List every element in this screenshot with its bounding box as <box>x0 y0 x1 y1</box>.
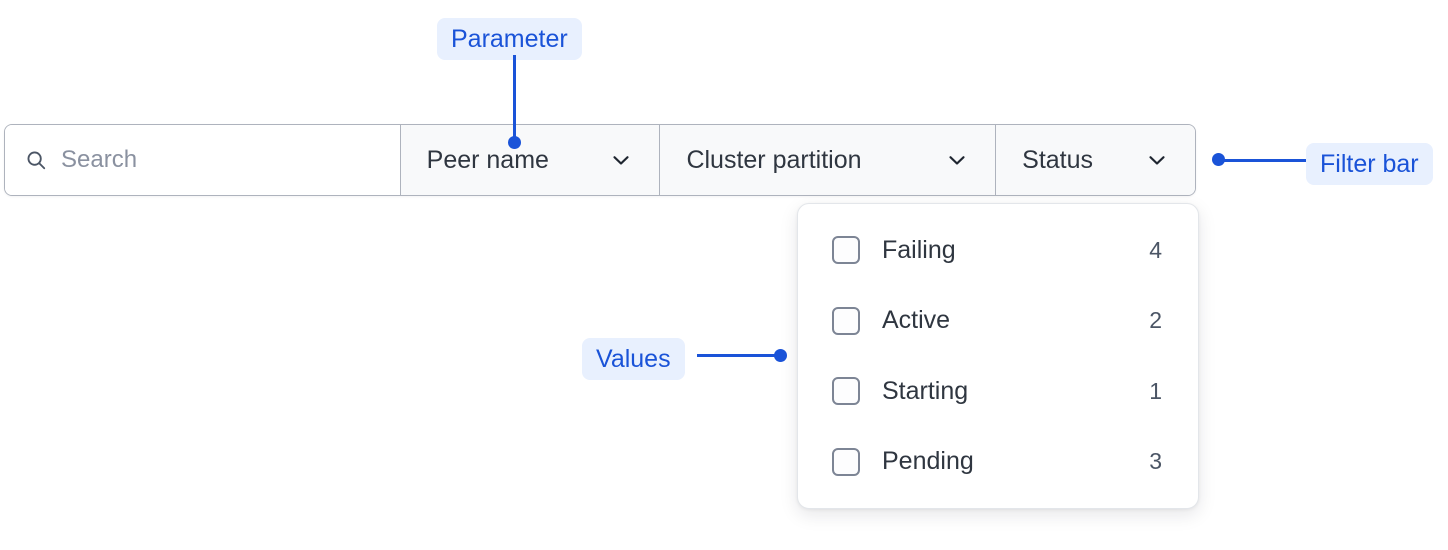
option-label: Starting <box>882 376 969 405</box>
checkbox-active[interactable] <box>832 306 860 335</box>
list-item[interactable]: Active 2 <box>798 297 1198 345</box>
filter-label-peer-name: Peer name <box>426 145 549 174</box>
annotation-leader-line-filter-bar <box>1224 159 1306 162</box>
annotation-leader-line-parameter <box>513 55 516 141</box>
annotation-leader-line-values <box>697 354 781 357</box>
search-input[interactable] <box>61 146 380 174</box>
search-field[interactable] <box>5 125 401 195</box>
option-count: 2 <box>1149 307 1162 334</box>
annotation-dot-values <box>774 349 787 362</box>
option-count: 4 <box>1149 236 1162 263</box>
list-item[interactable]: Failing 4 <box>798 226 1198 274</box>
filter-label-cluster-partition: Cluster partition <box>686 145 862 174</box>
chevron-down-icon <box>1149 156 1165 165</box>
option-label: Pending <box>882 447 974 476</box>
option-label: Failing <box>882 235 956 264</box>
filter-dropdown-cluster-partition[interactable]: Cluster partition <box>660 125 997 195</box>
filter-bar: Peer name Cluster partition Status <box>4 124 1196 196</box>
annotation-label-values: Values <box>582 338 685 380</box>
chevron-down-icon <box>613 156 630 165</box>
filter-label-status: Status <box>1022 145 1094 174</box>
annotation-label-parameter: Parameter <box>437 18 582 60</box>
filter-dropdown-peer-name[interactable]: Peer name <box>400 125 661 195</box>
annotation-dot-parameter <box>508 136 521 149</box>
annotation-dot-filter-bar <box>1212 153 1225 166</box>
checkbox-pending[interactable] <box>832 447 860 476</box>
checkbox-starting[interactable] <box>832 377 860 406</box>
list-item[interactable]: Pending 3 <box>798 438 1198 486</box>
status-dropdown-panel: Failing 4 Active 2 Starting 1 Pending 3 <box>797 203 1199 509</box>
list-item[interactable]: Starting 1 <box>798 367 1198 415</box>
filter-dropdown-status[interactable]: Status <box>996 125 1195 195</box>
option-label: Active <box>882 306 951 335</box>
option-count: 1 <box>1149 377 1162 404</box>
chevron-down-icon <box>949 156 965 165</box>
checkbox-failing[interactable] <box>832 236 860 264</box>
annotation-label-filter-bar: Filter bar <box>1306 143 1433 185</box>
option-count: 3 <box>1149 448 1162 475</box>
search-icon <box>27 151 46 170</box>
